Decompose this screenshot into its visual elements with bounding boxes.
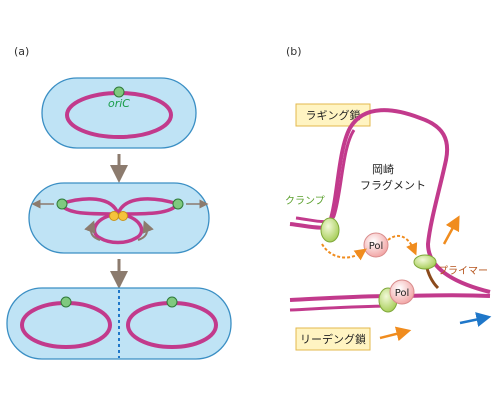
cell-2-origin-left (56, 198, 68, 210)
lagging-strand-text: ラギング鎖 (306, 108, 361, 122)
fork-arrow-right (137, 220, 154, 241)
panel-b-label: (b) (286, 45, 302, 58)
lagging-strand-label: ラギング鎖 (295, 103, 371, 127)
cell-3 (6, 287, 232, 360)
lagging-direction-arrow (442, 215, 460, 245)
clamp-label: クランプ (285, 195, 325, 207)
cell-3-origin-right (166, 296, 178, 308)
cell-1-origin (113, 86, 125, 98)
fork-direction-arrow (459, 312, 492, 327)
primer-label: プライマー (438, 265, 488, 277)
lagging-strand-box (295, 103, 371, 127)
clamp-primer (413, 254, 437, 270)
fork-arrow-left (84, 220, 101, 241)
pol-leading (389, 279, 415, 305)
okazaki-label-line2: フラグメント (360, 178, 426, 192)
leading-new-strand (289, 304, 393, 312)
fork-right (118, 211, 128, 221)
pol-lagging-label: Pol (369, 241, 384, 252)
pol-lagging (363, 232, 389, 258)
cell-1: oriC (41, 77, 197, 149)
fork-left (109, 211, 119, 221)
oric-label: oriC (108, 97, 130, 110)
panel-a-label: (a) (14, 45, 29, 58)
leading-strand-text: リーデング鎖 (300, 332, 366, 346)
okazaki-fragment (295, 129, 356, 224)
replication-fork (289, 108, 491, 312)
cell-2-lower-loop (92, 212, 144, 245)
cell-2 (28, 182, 210, 254)
clamp-loading-arrow-2 (387, 234, 418, 256)
leading-strand-box (295, 327, 371, 351)
cell-2-origin-right (172, 198, 184, 210)
cell-3-origin-left (60, 296, 72, 308)
okazaki-label-line1: 岡崎 (372, 162, 394, 176)
clamp-left (320, 217, 340, 243)
leading-strand-label: リーデング鎖 (295, 327, 371, 351)
leading-direction-arrow (379, 326, 412, 342)
pol-leading-label: Pol (395, 288, 410, 299)
clamp-loading-arrow-1 (321, 243, 367, 261)
